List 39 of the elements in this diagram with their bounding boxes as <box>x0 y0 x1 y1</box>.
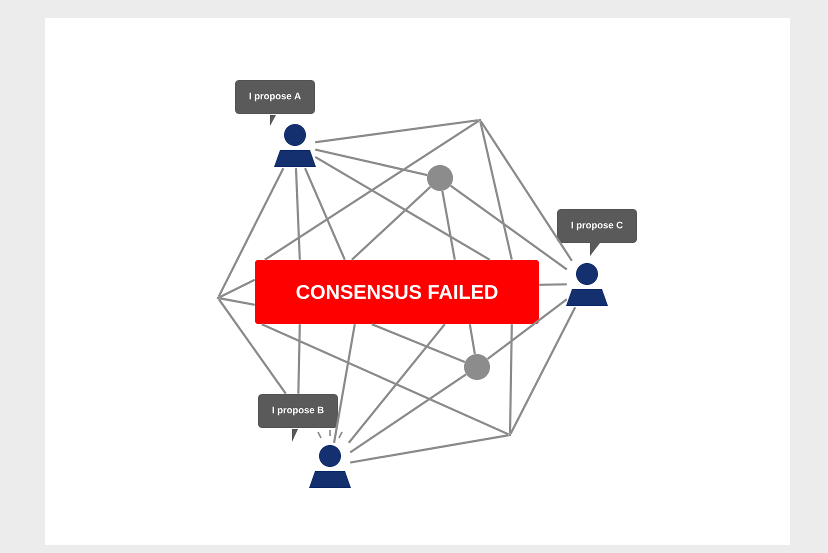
status-banner: CONSENSUS FAILED <box>255 260 539 324</box>
network-line <box>450 184 568 270</box>
network-line <box>264 120 480 261</box>
junction-point <box>478 118 482 122</box>
network-line <box>479 121 513 260</box>
network-line <box>350 373 467 454</box>
network-line <box>468 324 476 354</box>
network-line <box>297 324 301 394</box>
network-line <box>371 323 466 364</box>
network-line <box>294 168 301 260</box>
network-line <box>350 434 509 464</box>
network-line <box>486 298 568 360</box>
network-line <box>539 283 567 286</box>
network-node <box>427 165 453 191</box>
speech-bubble: I propose C <box>557 209 637 256</box>
speech-bubble: I propose A <box>235 80 315 126</box>
network-line <box>332 324 356 443</box>
network-line <box>348 324 446 444</box>
network-line <box>218 168 284 298</box>
network-line <box>441 190 456 260</box>
network-line <box>510 306 576 434</box>
network-line <box>508 324 513 434</box>
network-line <box>315 119 479 144</box>
speech-bubble: I propose B <box>258 394 338 442</box>
network-line <box>314 156 490 261</box>
network-line <box>218 298 287 394</box>
person-icon <box>274 124 316 167</box>
network-line <box>218 278 256 298</box>
network-line <box>314 148 428 176</box>
network-line <box>351 186 432 261</box>
junction-point <box>216 296 220 300</box>
network-line <box>304 168 346 260</box>
network-line <box>219 297 255 306</box>
network-node <box>464 354 490 380</box>
person-icon <box>566 263 608 306</box>
person-icon <box>309 430 351 488</box>
junction-point <box>508 434 512 436</box>
network-line <box>261 323 510 436</box>
network-line <box>480 120 573 262</box>
